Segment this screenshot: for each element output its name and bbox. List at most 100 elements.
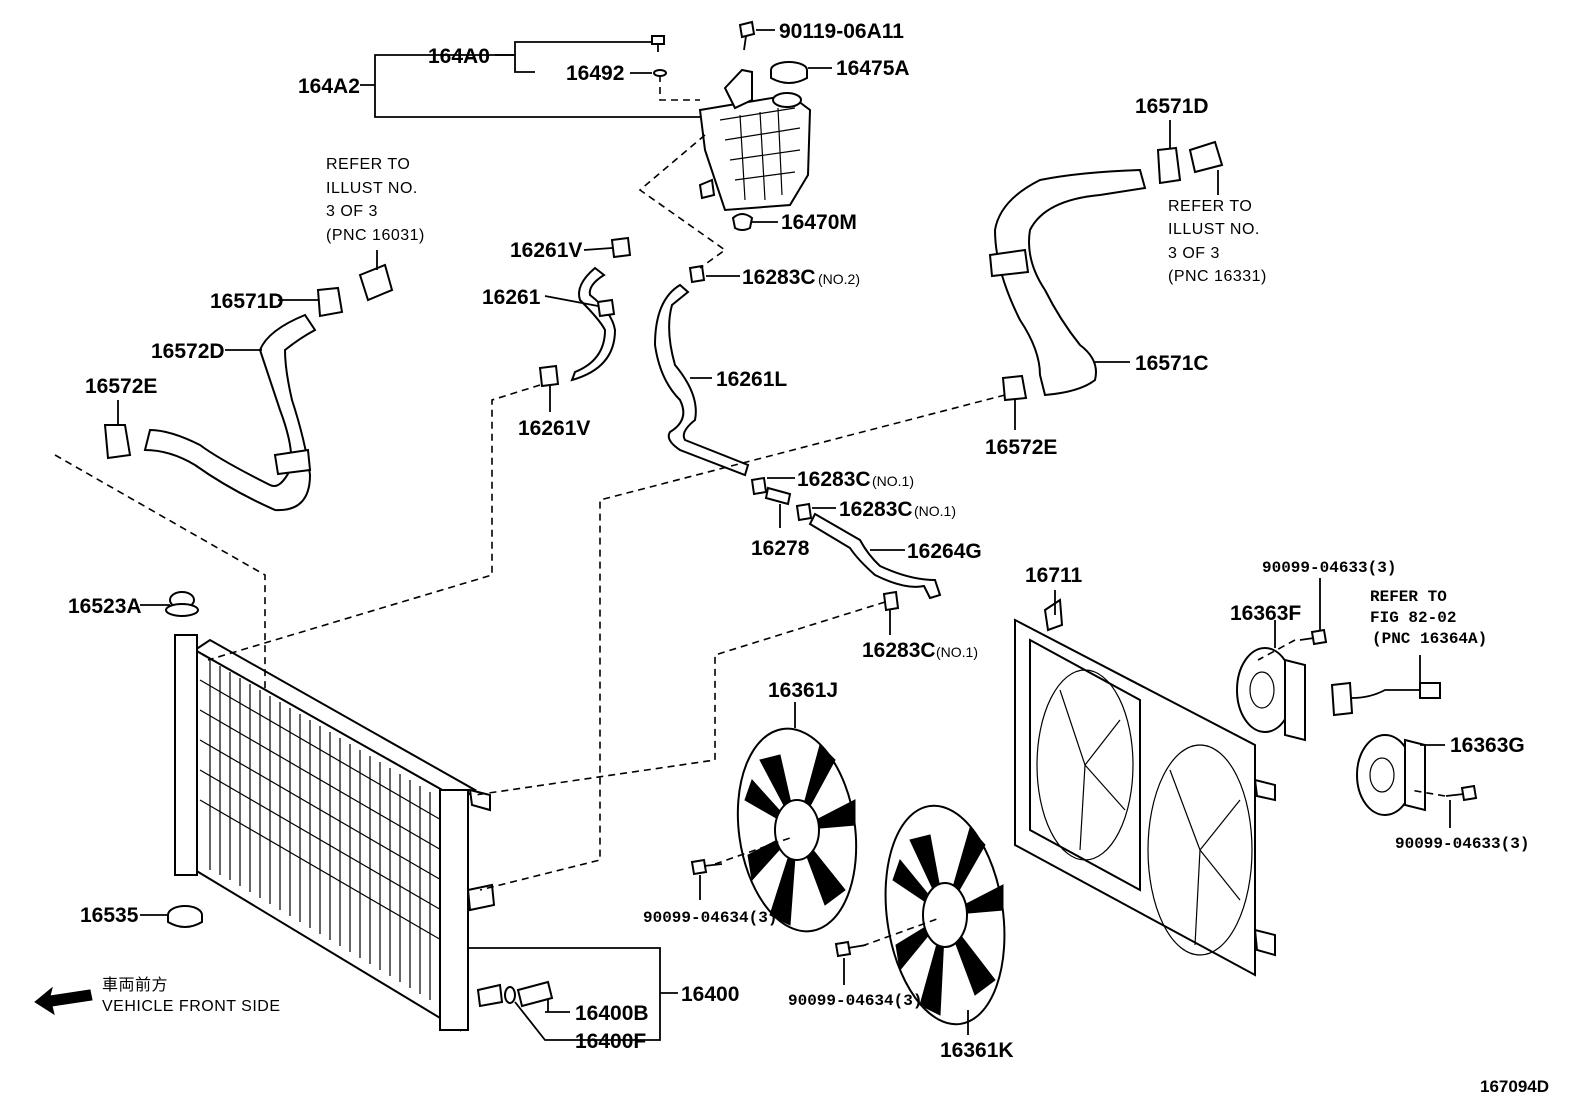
label-16470M: 16470M — [781, 211, 857, 234]
label-no2: (NO.2) — [818, 271, 860, 287]
clamp-16283c-no2 — [688, 264, 706, 284]
label-16571C: 16571C — [1135, 352, 1209, 375]
bolt-90099-04633-a — [1299, 628, 1328, 646]
label-16363F: 16363F — [1230, 602, 1301, 625]
o-ring-16400F — [504, 986, 516, 1004]
clamp-16571D-right — [1156, 146, 1182, 185]
label-no1-b: (NO.1) — [914, 503, 956, 519]
bolt-90099-04633-b — [1445, 784, 1478, 802]
svg-text:REFER TO: REFER TO — [1168, 198, 1252, 215]
label-16283C-no1-b: 16283C — [839, 498, 913, 521]
label-90099-04634-a: 90099-04634(3) — [643, 909, 777, 927]
refer-note-fig-82-02: REFER TO FIG 82-02 (PNC 16364A) — [1370, 588, 1487, 648]
hose-16261L — [653, 283, 750, 477]
reservoir-cap-16475A — [770, 61, 808, 84]
label-16571D-right: 16571D — [1135, 95, 1209, 118]
label-16572E-right: 16572E — [985, 436, 1057, 459]
label-16400B: 16400B — [575, 1002, 649, 1025]
clamp-16572E-right — [1001, 374, 1028, 402]
label-164A0: 164A0 — [428, 45, 490, 68]
cushion-16535 — [167, 905, 203, 928]
svg-text:(PNC 16331): (PNC 16331) — [1168, 268, 1267, 285]
refer-note-pnc-16331: REFER TO ILLUST NO. 3 OF 3 (PNC 16331) — [1168, 198, 1267, 285]
hose-16264G — [808, 512, 942, 600]
label-16400: 16400 — [681, 983, 739, 1006]
dashed-connection-lines — [54, 75, 1446, 947]
clamp-16283c-no1-b — [795, 502, 813, 522]
clamp-16261-mid — [596, 298, 616, 318]
label-16572E-left: 16572E — [85, 375, 157, 398]
label-16283C-no1-c: 16283C — [862, 639, 936, 662]
label-16711: 16711 — [1025, 564, 1083, 587]
label-16363G: 16363G — [1450, 734, 1525, 757]
drain-plug-16400B — [516, 980, 554, 1008]
vehicle-front-label-en: VEHICLE FRONT SIDE — [102, 998, 281, 1015]
hose-16572D — [143, 313, 317, 512]
pipe-16031-ref — [358, 263, 394, 302]
clamp-16283c-no1-c — [882, 590, 900, 612]
radiator-cap-16523A — [165, 591, 199, 617]
label-16572D: 16572D — [151, 340, 225, 363]
label-no1-c: (NO.1) — [936, 644, 978, 660]
clamp-16283c-no1-a — [750, 476, 768, 496]
label-16283C-no1-a: 16283C — [797, 468, 871, 491]
svg-text:(PNC 16031): (PNC 16031) — [326, 227, 425, 244]
clamp-16261v-top — [610, 236, 632, 259]
bolt-90099-04634-a — [690, 858, 723, 876]
clamp-on-16571C — [988, 248, 1030, 278]
svg-text:3 OF 3: 3 OF 3 — [1168, 245, 1220, 262]
fan-shroud-16711 — [1014, 598, 1276, 977]
label-16261V-top: 16261V — [510, 239, 582, 262]
leader-lines — [117, 29, 1451, 1041]
label-16475A: 16475A — [836, 57, 910, 80]
label-16361K: 16361K — [940, 1039, 1014, 1062]
label-16261L: 16261L — [716, 368, 787, 391]
label-16264G: 16264G — [907, 540, 982, 563]
vehicle-front-label-jp: 車両前方 — [102, 976, 168, 994]
label-164A2: 164A2 — [298, 75, 360, 98]
radiator-16400 — [174, 634, 504, 1032]
front-direction-arrow-icon — [34, 986, 93, 1016]
label-16361J: 16361J — [768, 679, 838, 702]
refer-note-pnc-16031: REFER TO ILLUST NO. 3 OF 3 (PNC 16031) — [326, 156, 425, 244]
fan-16361J — [736, 727, 858, 933]
label-90099-04634-b: 90099-04634(3) — [788, 992, 922, 1010]
label-16261V-low: 16261V — [518, 417, 590, 440]
clamp-on-16572D — [273, 448, 312, 476]
label-90099-04633-a: 90099-04633(3) — [1262, 559, 1396, 577]
svg-text:REFER TO: REFER TO — [326, 156, 410, 173]
fan-motor-16363G — [1356, 734, 1426, 816]
label-16523A: 16523A — [68, 595, 142, 618]
hose-16261 — [570, 266, 617, 382]
svg-text:ILLUST NO.: ILLUST NO. — [326, 180, 418, 197]
fan-16361K — [884, 804, 1006, 1026]
clamp-16572E-left — [103, 424, 132, 460]
label-90099-04633-b: 90099-04633(3) — [1395, 835, 1529, 853]
bolt-90119 — [738, 20, 756, 51]
label-16535: 16535 — [80, 904, 139, 927]
fan-motor-16363F — [1236, 647, 1306, 742]
pipe-16278 — [764, 486, 792, 506]
grommet-16470M — [731, 213, 754, 231]
bolt-164A0-part — [651, 35, 665, 52]
svg-text:3 OF 3: 3 OF 3 — [326, 203, 378, 220]
label-16400F: 16400F — [575, 1030, 646, 1053]
svg-text:FIG 82-02: FIG 82-02 — [1370, 609, 1456, 627]
label-16492: 16492 — [566, 62, 624, 85]
label-16278: 16278 — [751, 537, 810, 560]
clamp-16571D-left — [316, 286, 344, 318]
figure-id: 167094D — [1480, 1077, 1549, 1096]
hose-16571C — [993, 168, 1147, 397]
label-16283C-no2: 16283C — [742, 266, 816, 289]
label-16261: 16261 — [482, 286, 541, 309]
reservoir-tank — [698, 68, 812, 212]
part-labels: 164A0 164A2 16492 90119-06A11 16475A 164… — [68, 20, 1529, 1062]
label-16571D-left: 16571D — [210, 290, 284, 313]
svg-text:REFER TO: REFER TO — [1370, 588, 1447, 606]
clamp-16261v-low — [538, 364, 560, 388]
label-no1-a: (NO.1) — [872, 473, 914, 489]
pipe-16331-ref — [1188, 140, 1224, 174]
bolt-90099-04634-b — [834, 940, 867, 958]
svg-text:(PNC 16364A): (PNC 16364A) — [1372, 630, 1487, 648]
